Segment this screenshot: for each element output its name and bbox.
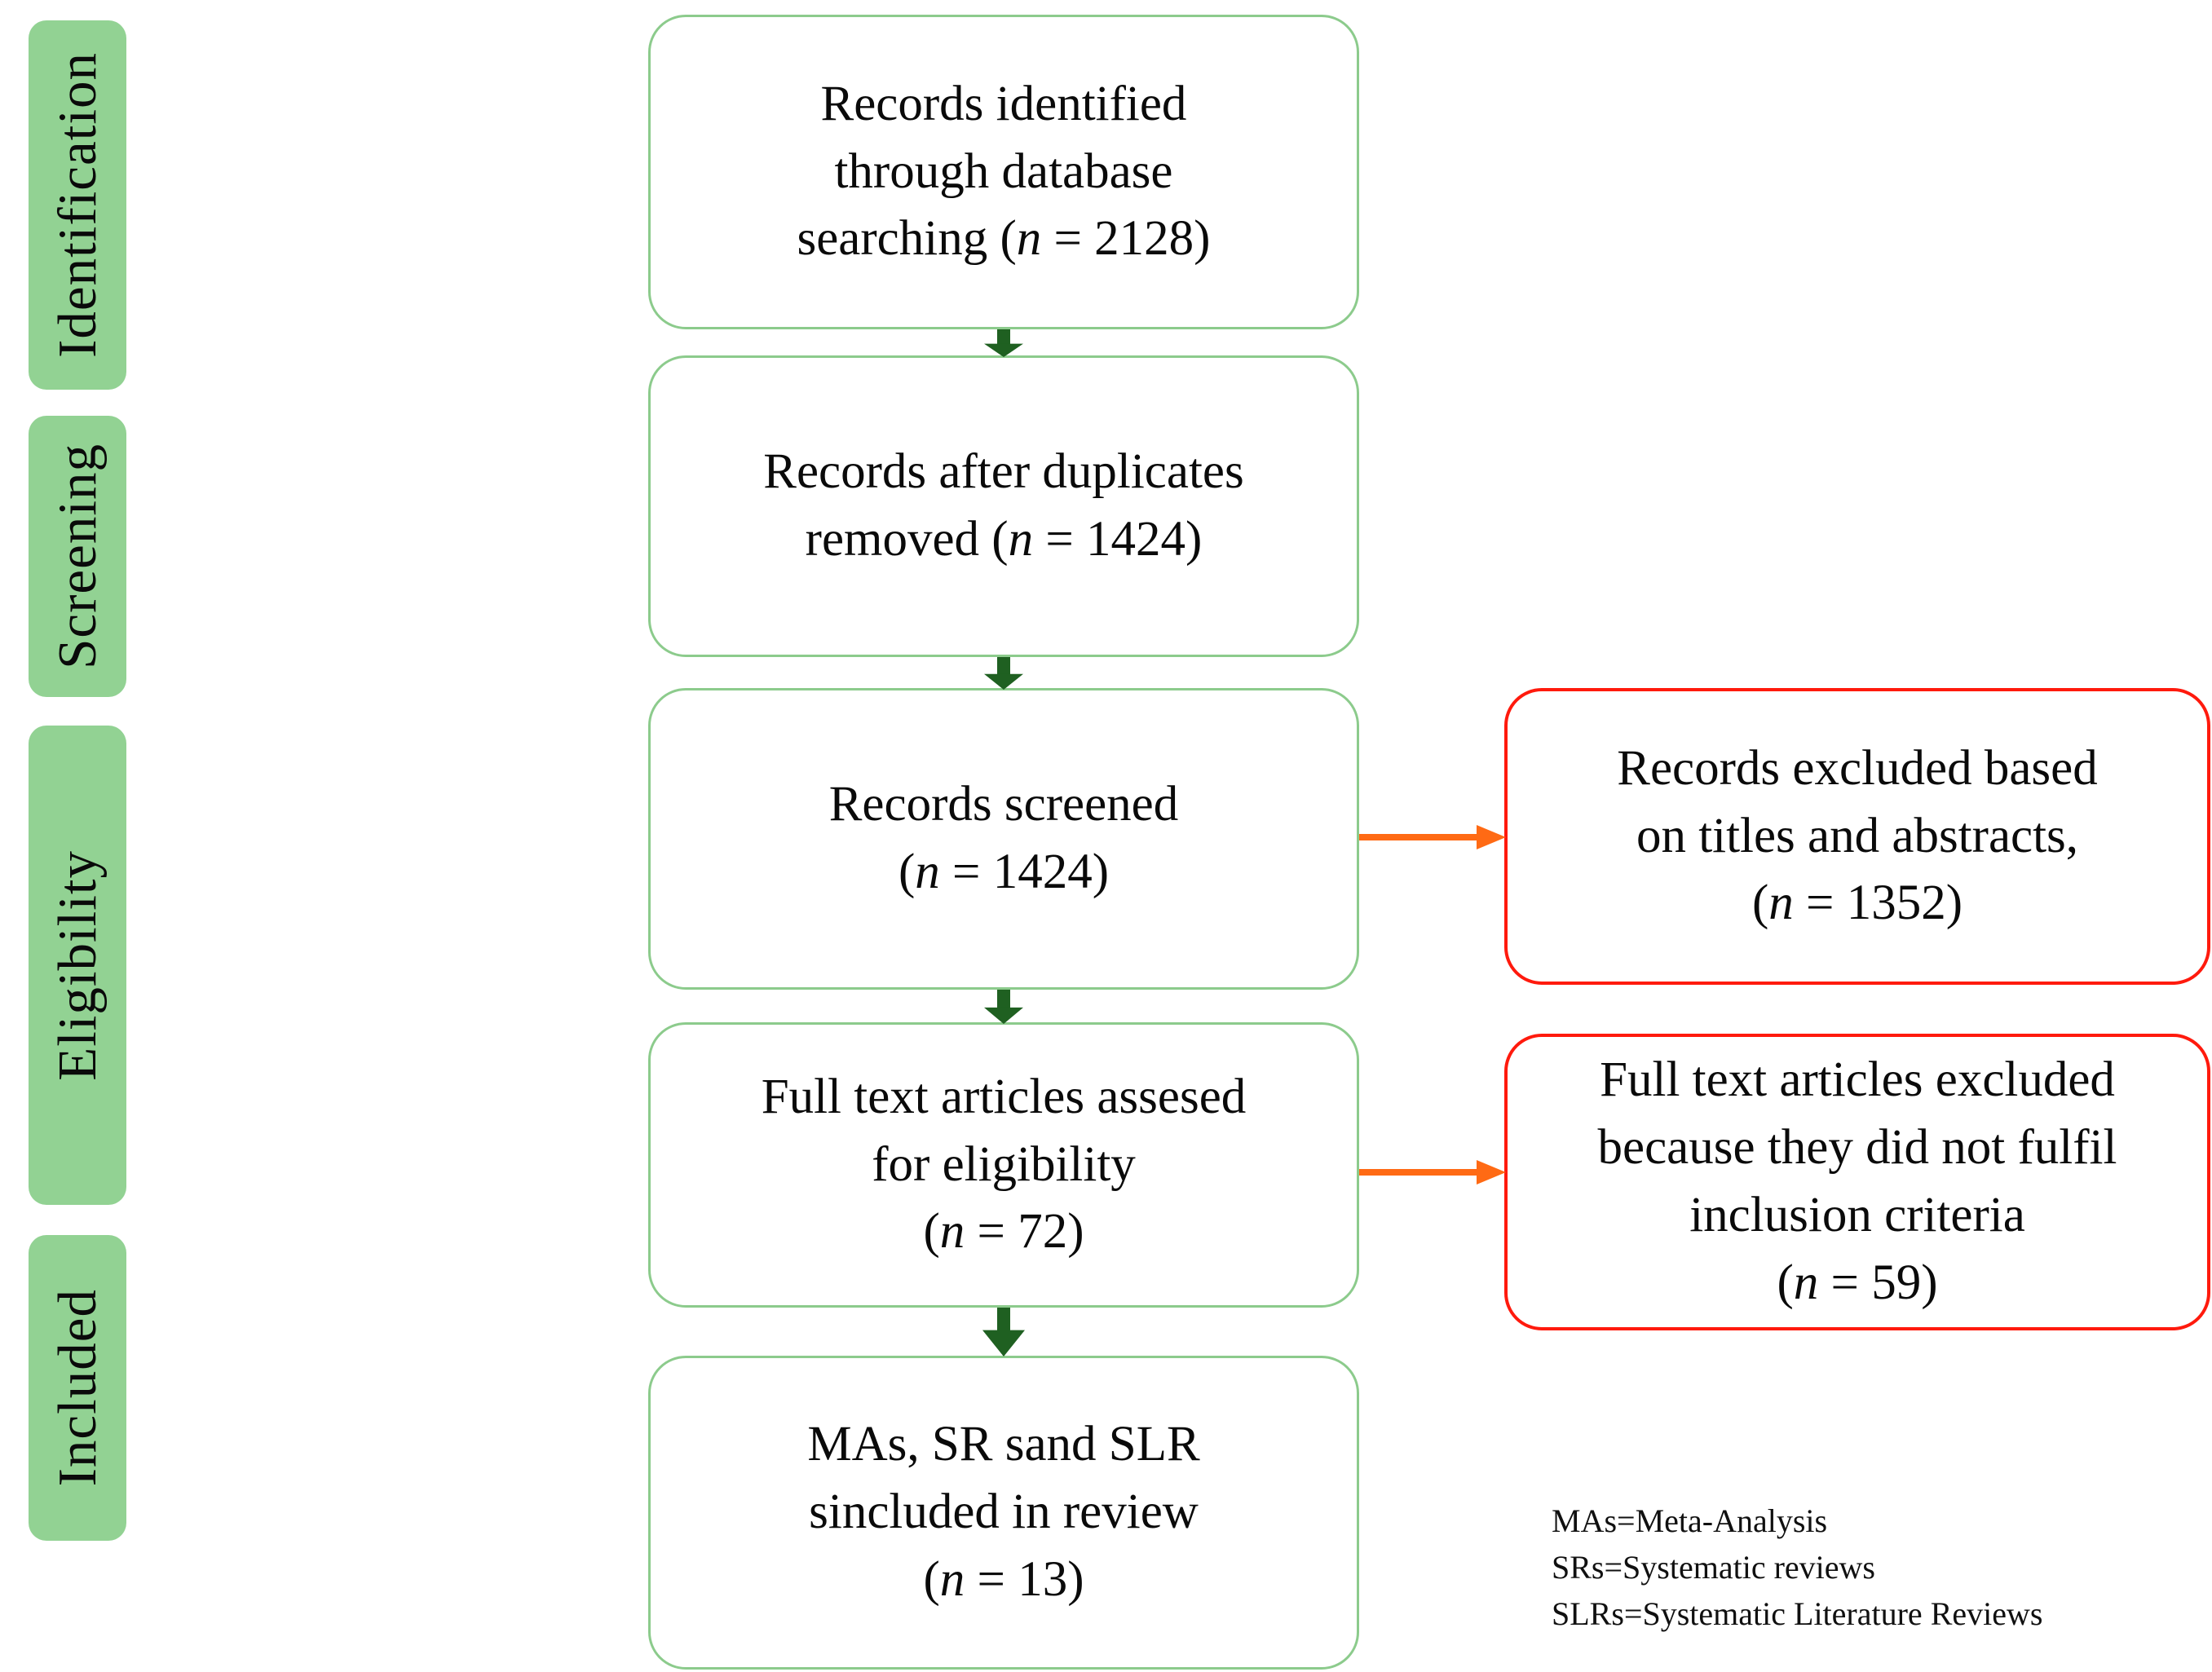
arrow-right-icon [1359, 817, 1506, 858]
abbreviation-legend: MAs=Meta-Analysis SRs=Systematic reviews… [1552, 1498, 2155, 1637]
legend-line-srs: SRs=Systematic reviews [1552, 1548, 1875, 1586]
legend-line-mas: MAs=Meta-Analysis [1552, 1502, 1828, 1539]
stage-bar-included: Included [29, 1235, 126, 1541]
arrow-down-icon [979, 1308, 1028, 1357]
flow-box-records-screened: Records screened(n = 1424) [648, 688, 1359, 990]
stage-label-identification: Identification [46, 52, 108, 358]
legend-line-slrs: SLRs=Systematic Literature Reviews [1552, 1595, 2043, 1632]
stage-bar-identification: Identification [29, 20, 126, 390]
stage-label-screening: Screening [46, 443, 108, 669]
arrow-down-icon [979, 329, 1028, 357]
stage-label-eligibility: Eligibility [46, 849, 108, 1081]
stage-bar-eligibility: Eligibility [29, 726, 126, 1205]
arrow-right-icon [1359, 1152, 1506, 1193]
stage-label-included: Included [46, 1289, 108, 1487]
stage-bar-screening: Screening [29, 416, 126, 697]
arrow-down-icon [979, 990, 1028, 1024]
arrow-down-icon [979, 657, 1028, 690]
flow-box-text: Records screened(n = 1424) [828, 777, 1179, 899]
